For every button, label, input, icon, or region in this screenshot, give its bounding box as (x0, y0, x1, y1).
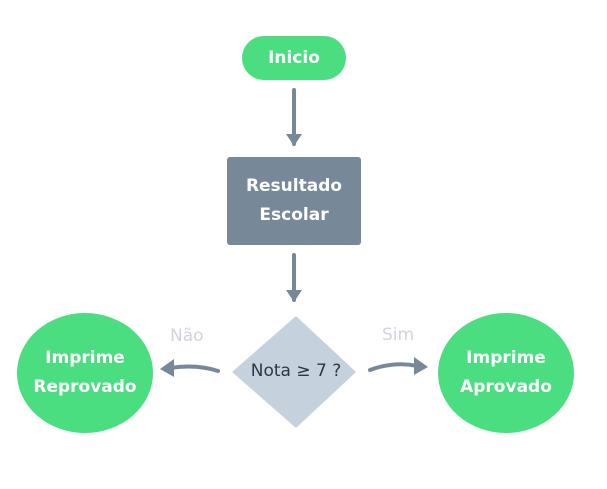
arrowhead-process-to-decision (286, 290, 302, 302)
fail-label-line1: Imprime (45, 348, 125, 368)
fail-label-line2: Reprovado (33, 377, 137, 397)
start-label: Inicio (268, 48, 320, 68)
branch-no-label: Não (170, 326, 204, 346)
arrow-decision-to-pass (368, 362, 420, 372)
pass-result-node: Imprime Aprovado (438, 313, 574, 433)
start-node: Inicio (242, 36, 346, 80)
arrow-decision-to-fail (168, 364, 220, 373)
branch-yes-label: Sim (382, 325, 415, 345)
decision-label: Nota ≥ 7 ? (250, 361, 342, 381)
decision-diamond (232, 316, 356, 428)
arrowhead-decision-to-pass (414, 357, 428, 375)
pass-label-line2: Aprovado (460, 377, 552, 397)
fail-result-node: Imprime Reprovado (17, 313, 153, 433)
arrowhead-decision-to-fail (160, 359, 174, 377)
process-node: Resultado Escolar (227, 157, 361, 245)
pass-label-line1: Imprime (466, 348, 546, 368)
process-label-line2: Escolar (259, 205, 329, 225)
process-label-line1: Resultado (245, 176, 343, 196)
arrowhead-start-to-process (286, 134, 302, 146)
